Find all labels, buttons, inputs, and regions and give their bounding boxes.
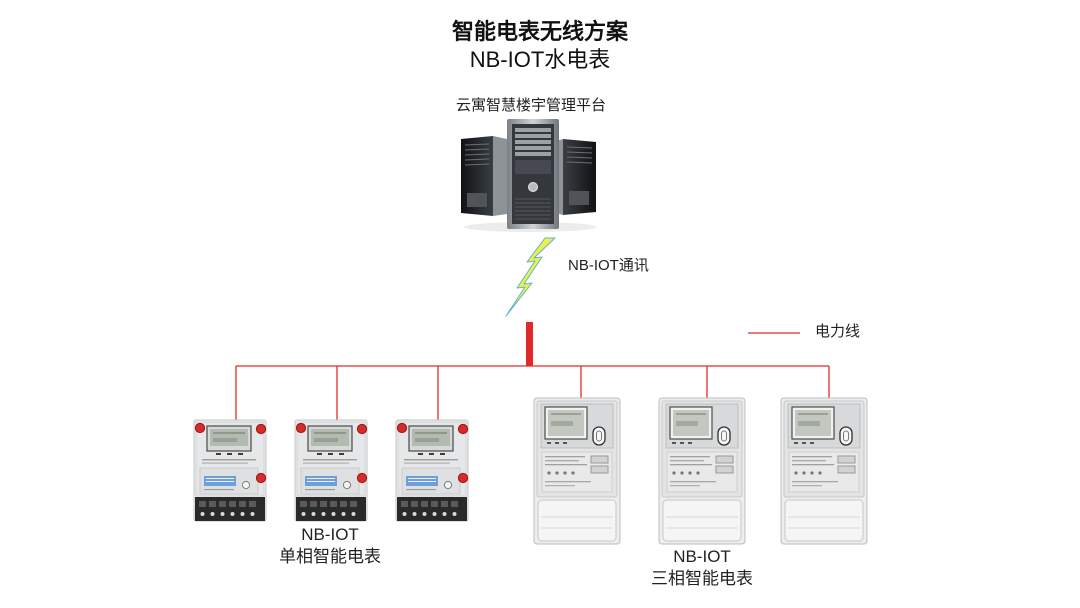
server-cluster-icon (461, 119, 596, 232)
nb-iot-link-label: NB-IOT通讯 (568, 257, 649, 274)
diagram-title: 智能电表无线方案 (451, 19, 628, 44)
three-phase-group-label: NB-IOT 三相智能电表 (602, 546, 802, 590)
platform-label: 云寓智慧楼宇管理平台 (455, 97, 606, 114)
single-phase-meter-icon (395, 419, 469, 522)
single-phase-meter-icon (193, 419, 267, 522)
single-phase-meter-icon (294, 419, 368, 522)
diagram-subtitle: NB-IOT水电表 (469, 47, 611, 72)
server-right-icon (553, 139, 596, 215)
server-center-icon (507, 119, 559, 229)
single-phase-group-label: NB-IOT 单相智能电表 (230, 524, 430, 568)
single-phase-protocol-label: NB-IOT (301, 525, 359, 544)
single-phase-type-label: 单相智能电表 (279, 547, 381, 566)
legend-power-line-label: 电力线 (815, 323, 861, 340)
power-feed-bar (526, 322, 533, 366)
three-phase-type-label: 三相智能电表 (651, 569, 753, 588)
three-phase-protocol-label: NB-IOT (673, 547, 731, 566)
server-left-icon (461, 136, 507, 216)
lightning-bolt-icon (505, 237, 556, 317)
three-phase-meter-icon (658, 397, 746, 545)
three-phase-meter-icon (780, 397, 868, 545)
three-phase-meter-icon (533, 397, 621, 545)
